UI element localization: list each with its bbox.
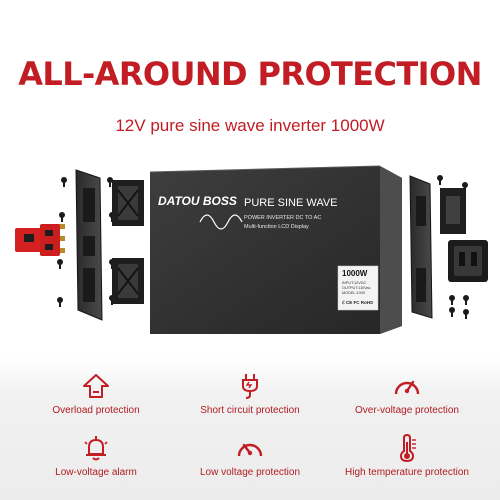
feature-short-circuit: Short circuit protection (175, 372, 325, 416)
left-end-cap (75, 169, 103, 321)
feature-label: Low-voltage alarm (55, 467, 137, 478)
product-line-1: POWER INVERTER DC TO AC (244, 215, 321, 221)
right-end-cap (409, 175, 433, 319)
ac-outlet-module (448, 240, 488, 282)
plug-icon (242, 374, 258, 399)
overload-arrow-icon (83, 374, 109, 398)
product-name: PURE SINE WAVE (244, 197, 338, 209)
inverter-exploded-view: DATOU BOSS PURE SINE WAVE POWER INVERTER… (15, 165, 488, 334)
gauge-low-icon (237, 443, 263, 457)
feature-low-voltage-alarm: Low-voltage alarm (21, 434, 171, 478)
gauge-high-icon (394, 380, 420, 395)
wattage-label: 1000W (342, 269, 368, 278)
feature-panel: Overload protection Short circuit protec… (0, 356, 500, 500)
device-branding: DATOU BOSS PURE SINE WAVE POWER INVERTER… (158, 194, 338, 230)
feature-label: Overload protection (52, 405, 140, 416)
spec-line-3: MODEL:1000 (342, 291, 365, 295)
headline: ALL-AROUND PROTECTION (18, 55, 482, 93)
spec-line-1: INPUT:12VDC (342, 281, 367, 285)
product-line-2: Multi-function LCD Display (244, 224, 309, 230)
alarm-bell-icon (84, 436, 108, 461)
feature-overload: Overload protection (21, 372, 171, 416)
brand-name: DATOU BOSS (158, 194, 237, 208)
feature-high-temperature: High temperature protection (332, 434, 482, 478)
rating-label: 1000W INPUT:12VDC OUTPUT:110Vac MODEL:10… (337, 265, 379, 311)
feature-label: Over-voltage protection (355, 405, 459, 416)
thermometer-icon (399, 434, 416, 462)
sine-wave-icon (199, 214, 243, 230)
cooling-fan-bottom (112, 258, 144, 304)
spec-line-2: OUTPUT:110Vac (342, 286, 371, 290)
battery-terminal-connector (15, 224, 65, 256)
screw-set-right (437, 175, 469, 319)
ac-outlet-top (440, 188, 466, 234)
subtitle: 12V pure sine wave inverter 1000W (115, 116, 385, 135)
feature-low-voltage-protection: Low voltage protection (175, 434, 325, 478)
feature-label: Low voltage protection (199, 467, 301, 478)
cooling-fan-top (112, 180, 144, 226)
feature-label: Short circuit protection (200, 405, 300, 416)
certification-marks: ℰ CE FC RoHS (342, 300, 373, 305)
feature-over-voltage: Over-voltage protection (332, 372, 482, 416)
feature-label: High temperature protection (345, 467, 469, 478)
